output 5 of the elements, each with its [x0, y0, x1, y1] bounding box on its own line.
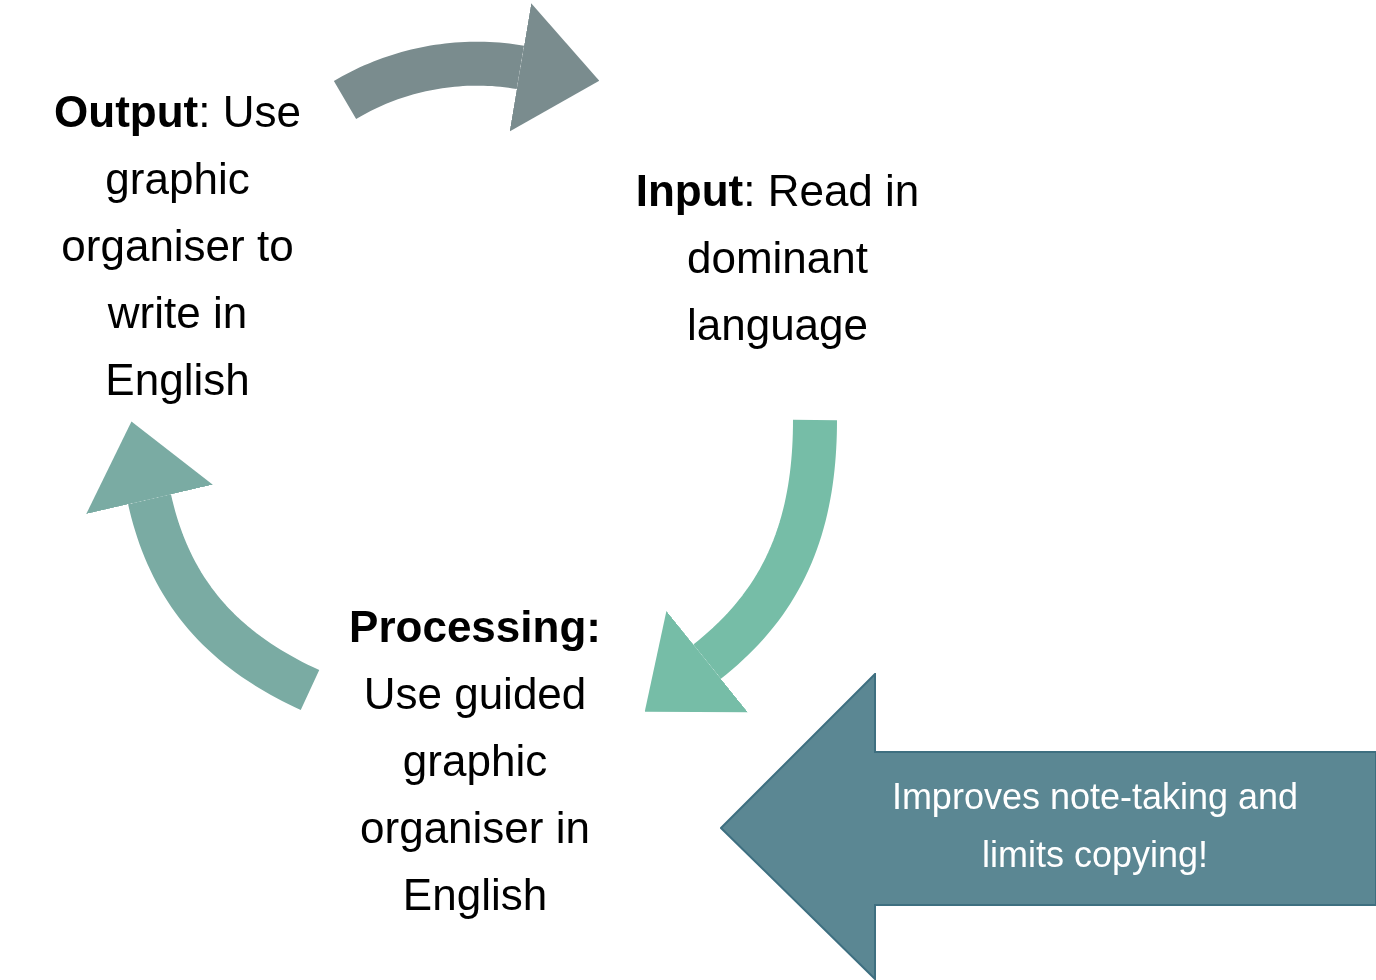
- block-arrow: [720, 673, 1376, 980]
- stage-text: Output: Use graphic organiser to write in English: [53, 85, 302, 406]
- arrow-text: Improves note-taking and limits copying!: [890, 775, 1300, 877]
- stage-text: Processing: Use guided graphic organiser in English: [348, 600, 602, 921]
- stage-text: Input: Read in dominant language: [634, 165, 921, 351]
